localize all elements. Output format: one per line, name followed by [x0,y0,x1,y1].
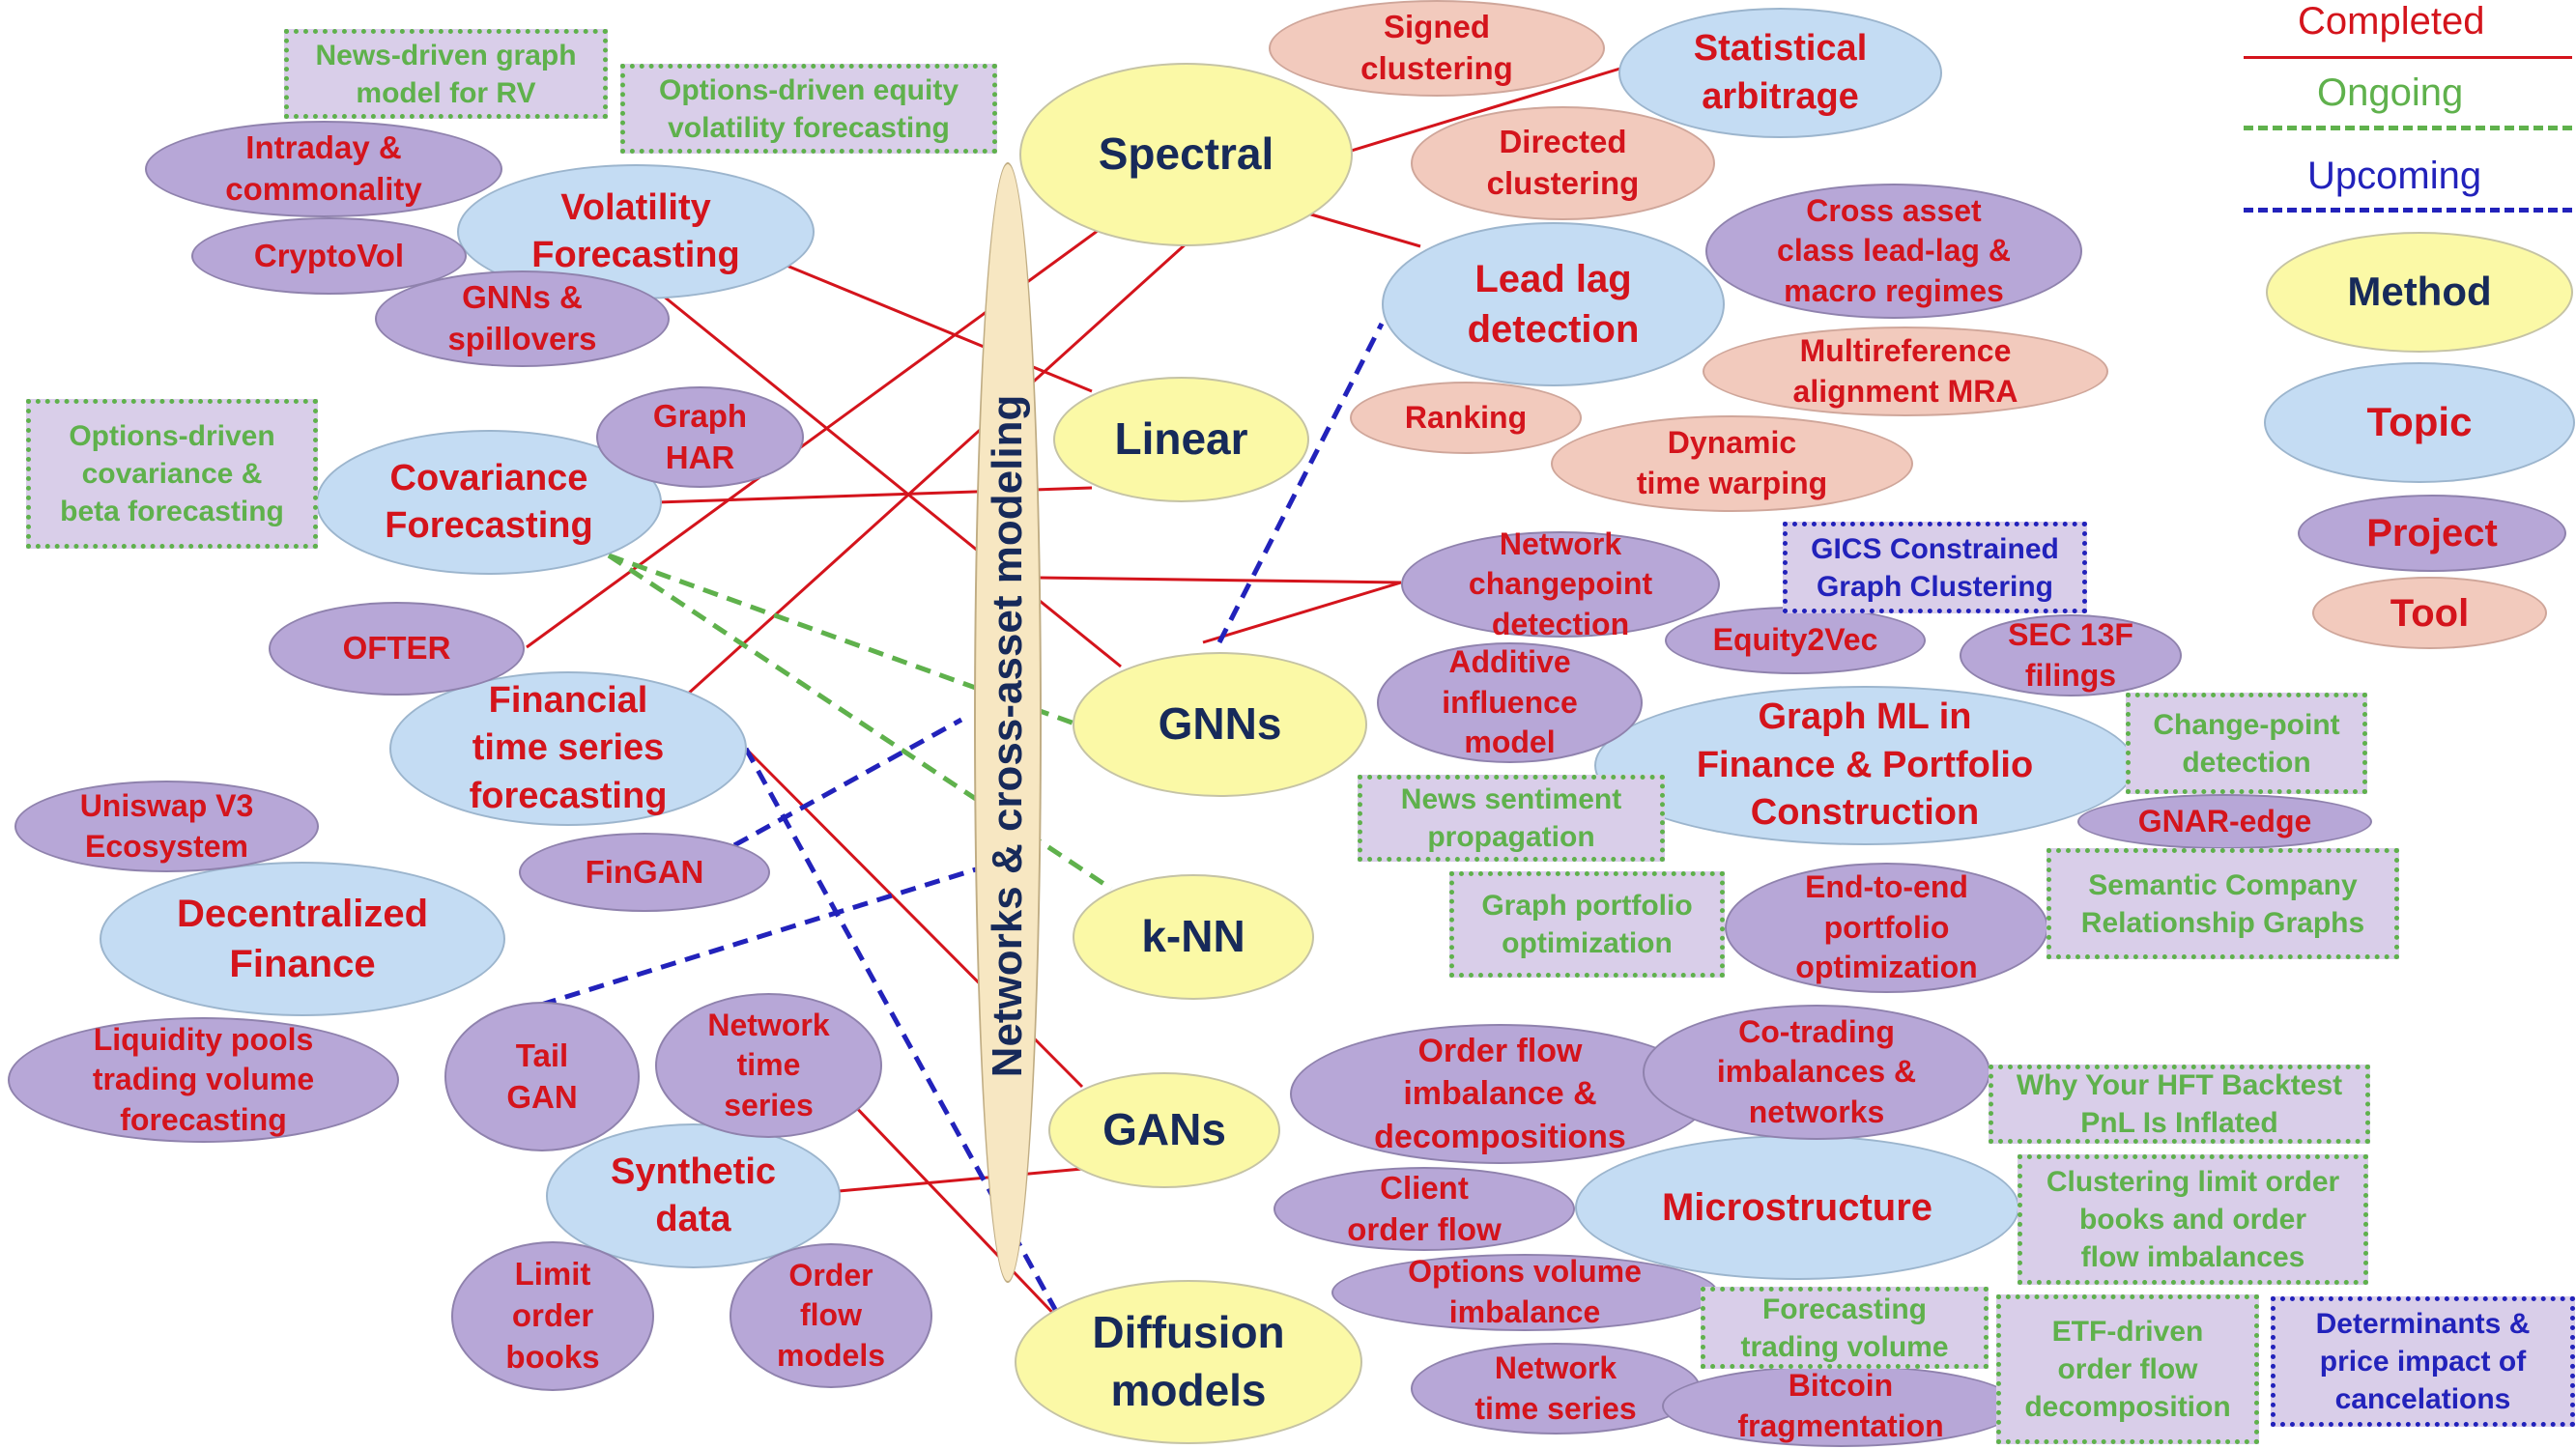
central-axis [974,162,1042,1283]
project-additive[interactable]: Additive influence model [1377,642,1643,763]
edge-fts-diffusion [743,747,1066,1325]
tool-signed-clustering[interactable]: Signed clustering [1269,0,1605,97]
project-ofi[interactable]: Order flow imbalance & decompositions [1290,1024,1710,1164]
ongoing-forecasting-volume[interactable]: Forecasting trading volume [1701,1287,1989,1369]
ongoing-etf[interactable]: ETF-driven order flow decomposition [1996,1294,2259,1444]
upcoming-gics[interactable]: GICS Constrained Graph Clustering [1783,522,2087,613]
topic-stat-arb[interactable]: Statistical arbitrage [1618,8,1942,138]
project-cotrading[interactable]: Co-trading imbalances & networks [1643,1005,1990,1140]
ongoing-hft-backtest[interactable]: Why Your HFT Backtest PnL Is Inflated [1989,1065,2370,1144]
tool-ranking[interactable]: Ranking [1350,382,1582,454]
topic-defi[interactable]: Decentralized Finance [100,862,505,1016]
ongoing-options-covariance[interactable]: Options-driven covariance & beta forecas… [26,399,318,549]
legend-completed-line [2244,56,2572,59]
edge-gnns-netcp [1038,576,1402,584]
method-gnns[interactable]: GNNs [1073,652,1367,797]
topic-microstructure[interactable]: Microstructure [1575,1135,2019,1280]
project-equity2vec[interactable]: Equity2Vec [1665,607,1926,674]
project-cryptovol[interactable]: CryptoVol [191,217,467,295]
legend-upcoming-label: Upcoming [2307,155,2482,197]
ongoing-options-equity[interactable]: Options-driven equity volatility forecas… [620,64,997,154]
ongoing-changepoint[interactable]: Change-point detection [2126,693,2367,794]
project-bitcoin[interactable]: Bitcoin fragmentation [1662,1365,2019,1447]
project-options-volume[interactable]: Options volume imbalance [1331,1254,1718,1331]
project-gnar-edge[interactable]: GNAR-edge [2077,794,2372,849]
topic-graphml[interactable]: Graph ML in Finance & Portfolio Construc… [1594,686,2135,845]
tool-directed-clustering[interactable]: Directed clustering [1411,106,1715,220]
central-axis-label: Networks & cross-asset modeling [984,394,1031,1078]
edge-fts-spectral [684,240,1190,697]
legend-topic: Topic [2264,362,2575,483]
legend-upcoming-line [2244,208,2572,213]
project-network-ts-1[interactable]: Network time series [655,993,882,1138]
edge-synthetic-gans [838,1167,1083,1193]
legend-ongoing-label: Ongoing [2317,71,2464,114]
edge-fingan-axis [732,717,963,848]
method-linear[interactable]: Linear [1053,377,1309,502]
ongoing-news-rv[interactable]: News-driven graph model for RV [284,29,608,119]
edge-gnns-leadlag [1216,322,1385,644]
edge-netts-diffusion [848,1099,1065,1325]
legend-tool: Tool [2312,577,2547,649]
edge-volatility-linear [762,254,1093,393]
project-lob[interactable]: Limit order books [451,1241,654,1391]
edge-tailgan-axis [540,867,977,1008]
edge-spectral-leadlag [1303,211,1421,248]
project-order-flow-models[interactable]: Order flow models [730,1243,932,1388]
ongoing-semantic[interactable]: Semantic Company Relationship Graphs [2046,848,2399,959]
ongoing-graph-portfolio[interactable]: Graph portfolio optimization [1449,871,1725,978]
project-intraday[interactable]: Intraday & commonality [145,121,502,217]
method-knn[interactable]: k-NN [1073,874,1314,1000]
project-tailgan[interactable]: Tail GAN [444,1002,640,1151]
method-gans[interactable]: GANs [1048,1072,1280,1188]
tool-dtw[interactable]: Dynamic time warping [1551,415,1913,512]
project-network-changepoint[interactable]: Network changepoint detection [1401,526,1720,641]
project-liquidity[interactable]: Liquidity pools trading volume forecasti… [8,1017,399,1143]
project-fingan[interactable]: FinGAN [519,833,770,912]
ongoing-news-sentiment[interactable]: News sentiment propagation [1358,775,1665,862]
method-spectral[interactable]: Spectral [1019,63,1353,246]
project-ofter[interactable]: OFTER [269,602,525,696]
upcoming-cancelations[interactable]: Determinants & price impact of cancelati… [2271,1296,2575,1427]
project-network-ts-2[interactable]: Network time series [1411,1343,1701,1435]
topic-leadlag[interactable]: Lead lag detection [1382,222,1725,386]
project-sec13f[interactable]: SEC 13F filings [1960,614,2182,696]
project-e2e[interactable]: End-to-end portfolio optimization [1725,863,2048,993]
project-graph-har[interactable]: Graph HAR [596,386,804,488]
legend-completed-label: Completed [2298,0,2485,43]
method-diffusion[interactable]: Diffusion models [1015,1280,1362,1444]
edge-spectral-stat-arb [1347,66,1624,154]
topic-synthetic[interactable]: Synthetic data [546,1123,841,1268]
edge-gnns-netcp-2 [1202,581,1402,644]
legend-method: Method [2266,232,2573,353]
project-gnn-spillovers[interactable]: GNNs & spillovers [375,270,670,367]
topic-fts[interactable]: Financial time series forecasting [389,671,747,826]
legend-project: Project [2298,495,2566,572]
project-uniswap[interactable]: Uniswap V3 Ecosystem [14,781,319,872]
project-client-order-flow[interactable]: Client order flow [1274,1167,1575,1251]
project-cross-asset[interactable]: Cross asset class lead-lag & macro regim… [1705,184,2082,319]
legend-ongoing-line [2244,126,2572,130]
tool-mra[interactable]: Multireference alignment MRA [1703,327,2108,416]
ongoing-clustering-lob[interactable]: Clustering limit order books and order f… [2018,1154,2368,1285]
